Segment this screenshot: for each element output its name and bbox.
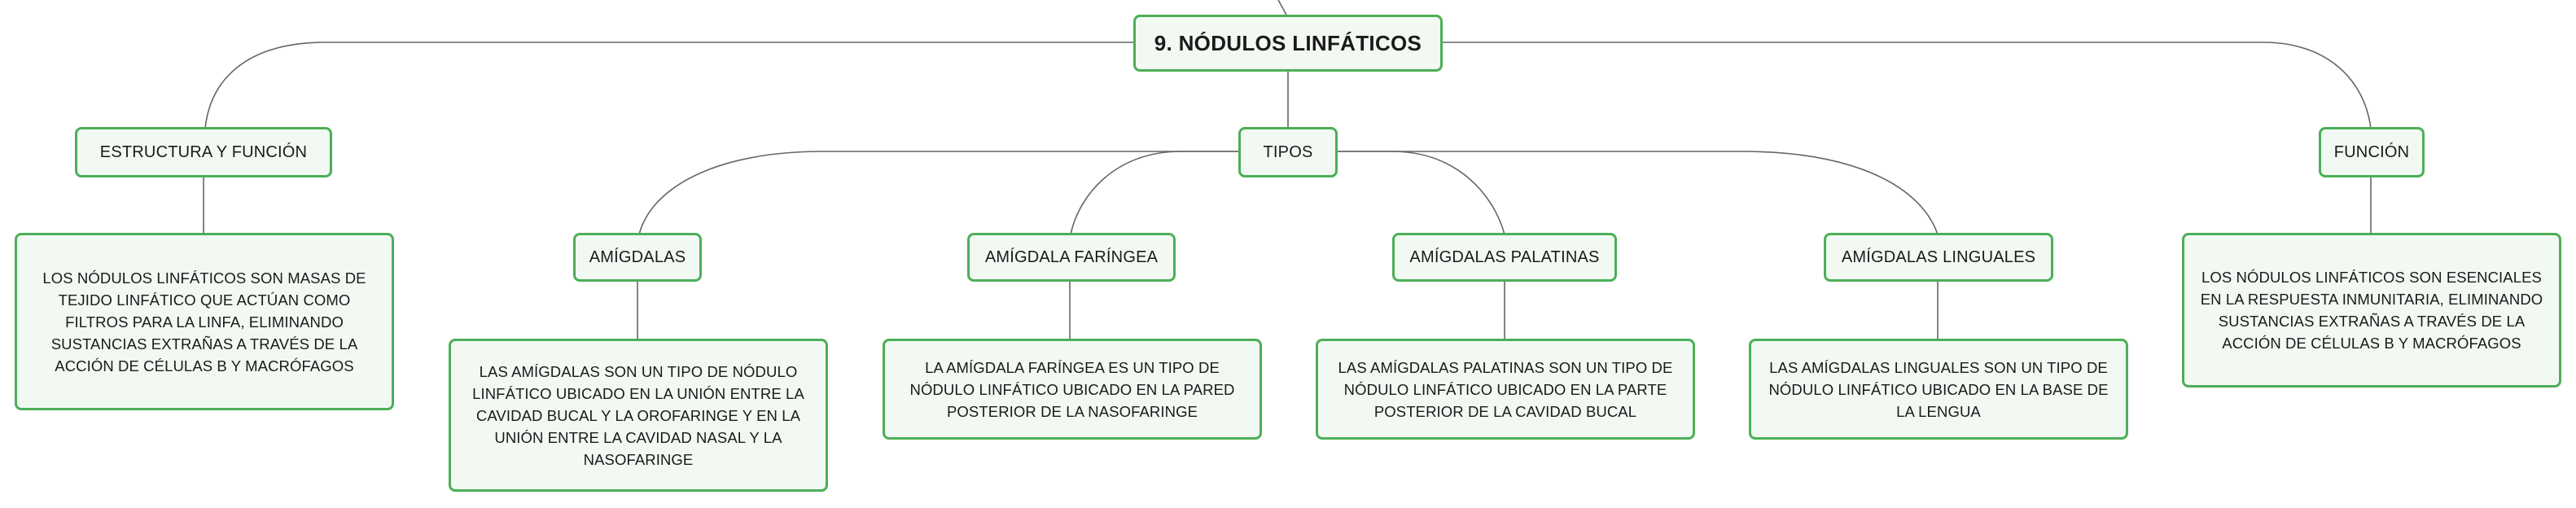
description-funcion[interactable]: LOS NÓDULOS LINFÁTICOS SON ESENCIALES EN… — [2182, 233, 2561, 388]
type-amigdalas-linguales[interactable]: AMÍGDALAS LINGUALES — [1824, 233, 2053, 282]
description-amigdalas[interactable]: LAS AMÍGDALAS SON UN TIPO DE NÓDULO LINF… — [449, 339, 828, 492]
connector-tipos-amigdalas — [638, 151, 1241, 235]
connector-root-estructura — [204, 42, 1133, 129]
description-estructura-y-funcion[interactable]: LOS NÓDULOS LINFÁTICOS SON MASAS DE TEJI… — [15, 233, 394, 410]
connector-tipos-faringea — [1070, 151, 1241, 235]
connector-root-funcion — [1443, 42, 2372, 129]
description-amigdalas-palatinas[interactable]: LAS AMÍGDALAS PALATINAS SON UN TIPO DE N… — [1316, 339, 1695, 440]
root-node-title[interactable]: 9. NÓDULOS LINFÁTICOS — [1133, 15, 1443, 72]
description-amigdala-faringea[interactable]: LA AMÍGDALA FARÍNGEA ES UN TIPO DE NÓDUL… — [883, 339, 1262, 440]
branch-estructura-y-funcion[interactable]: ESTRUCTURA Y FUNCIÓN — [75, 127, 332, 177]
connector-tipos-palatinas — [1335, 151, 1505, 235]
type-amigdalas[interactable]: AMÍGDALAS — [573, 233, 702, 282]
branch-tipos[interactable]: TIPOS — [1238, 127, 1338, 177]
connector-tipos-linguales — [1335, 151, 1939, 235]
type-amigdalas-palatinas[interactable]: AMÍGDALAS PALATINAS — [1392, 233, 1617, 282]
connector-incoming — [1277, 0, 1287, 15]
description-amigdalas-linguales[interactable]: LAS AMÍGDALAS LINGUALES SON UN TIPO DE N… — [1749, 339, 2128, 440]
branch-funcion[interactable]: FUNCIÓN — [2319, 127, 2425, 177]
type-amigdala-faringea[interactable]: AMÍGDALA FARÍNGEA — [967, 233, 1176, 282]
